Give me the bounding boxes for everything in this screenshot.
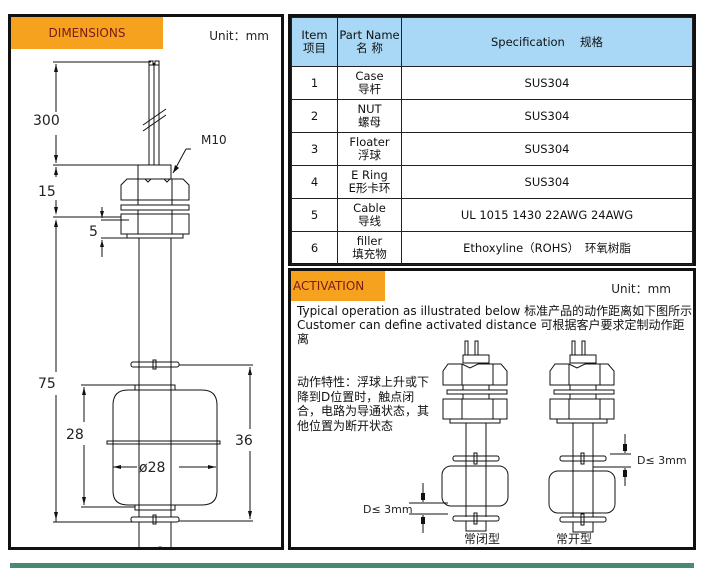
label-5: 5	[89, 224, 98, 240]
part-name-cn: 浮球	[358, 148, 381, 162]
cell-specification: SUS304	[401, 165, 693, 199]
dimensions-panel: DIMENSIONS Unit：mm	[8, 14, 284, 550]
collar	[137, 164, 172, 180]
part-name-cn: 填充物	[352, 247, 387, 261]
activation-header: ACTIVATION	[291, 271, 385, 301]
cell-item: 2	[291, 99, 338, 133]
part-name-cn: 螺母	[358, 115, 381, 129]
e-ring-bottom	[130, 516, 180, 523]
hex-nut-top	[120, 178, 190, 201]
normally-closed-label: 常闭型	[464, 532, 500, 546]
cell-specification: SUS304	[401, 66, 693, 100]
label-75: 75	[38, 376, 56, 392]
label-stem-diameter: ø8	[147, 545, 164, 547]
e-ring-top	[130, 361, 180, 368]
part-name-cn: 导杆	[358, 82, 381, 96]
part-name-en: Cable	[353, 201, 386, 215]
part-name-en: NUT	[357, 102, 382, 116]
activation-note: 动作特性：浮球上升或下降到D位置时，触点闭合，电路为导通状态，其他位置为断开状态	[297, 375, 430, 433]
activation-intro: Typical operation as illustrated below 标…	[297, 304, 693, 346]
cell-specification: UL 1015 1430 22AWG 24AWG	[401, 198, 693, 232]
cell-specification: SUS304	[401, 132, 693, 166]
right-d-label: D≤ 3mm	[637, 454, 687, 467]
float-seam	[106, 440, 221, 445]
normally-open-sensor	[548, 340, 616, 533]
intro-line-2: Customer can define activated distance 可…	[297, 318, 685, 346]
part-name-en: Case	[355, 69, 384, 83]
header-specification: Specification 规格	[401, 17, 693, 67]
cell-item: 6	[291, 231, 338, 265]
label-float-diameter: ø28	[139, 460, 165, 476]
part-name-en: E Ring	[351, 168, 388, 182]
cell-item: 3	[291, 132, 338, 166]
label-thread: M10	[201, 133, 227, 147]
cell-specification: Ethoxyline（ROHS） 环氧树脂	[401, 231, 693, 265]
activation-unit: Unit：mm	[611, 282, 671, 296]
cable-wires	[142, 60, 167, 165]
label-36: 36	[235, 433, 253, 449]
float-body	[112, 389, 218, 506]
dimension-drawing: 300 15 5 75 28 36 ø28 ø8 M10	[33, 60, 253, 547]
normally-closed-sensor	[441, 340, 509, 532]
dimensions-unit: Unit：mm	[209, 29, 269, 43]
label-28: 28	[66, 427, 84, 443]
dimensions-header: DIMENSIONS	[11, 17, 163, 49]
cell-specification: SUS304	[401, 99, 693, 133]
cell-item: 1	[291, 66, 338, 100]
part-name-cn: 导线	[358, 214, 381, 228]
part-name-en: filler	[356, 234, 383, 248]
part-name-cn: E形卡环	[348, 181, 391, 195]
activation-panel: ACTIVATION Unit：mm Typical operation as …	[288, 268, 696, 550]
footer-bar	[10, 563, 694, 568]
label-15: 15	[38, 184, 56, 200]
activation-drawing: D≤ 3mm D≤ 3mm 常闭型 常开型	[363, 340, 687, 546]
cell-item: 5	[291, 198, 338, 232]
cell-item: 4	[291, 165, 338, 199]
normally-open-label: 常开型	[556, 532, 592, 546]
label-300: 300	[33, 113, 60, 129]
left-d-label: D≤ 3mm	[363, 503, 413, 516]
intro-line-1: Typical operation as illustrated below 标…	[297, 304, 693, 318]
hex-nut-bottom	[120, 213, 190, 235]
part-name-en: Floater	[349, 135, 390, 149]
washer	[120, 204, 190, 211]
